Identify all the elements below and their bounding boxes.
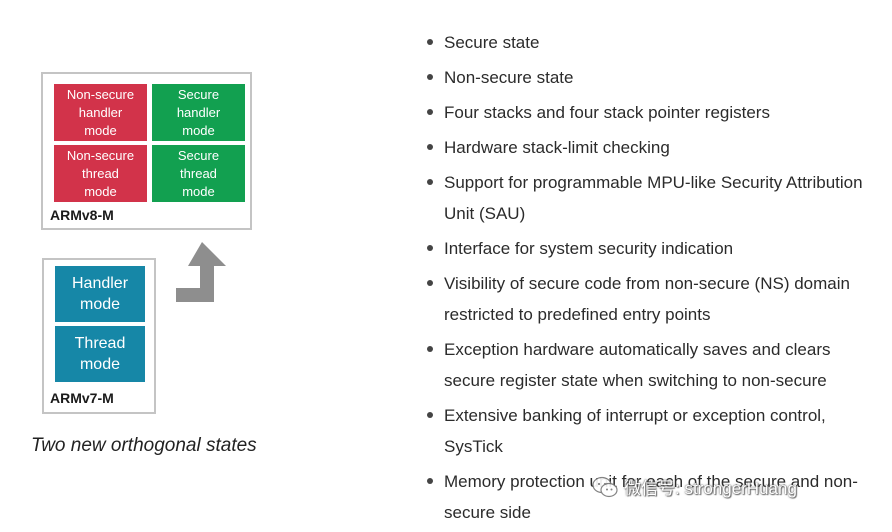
- feature-item: Extensive banking of interrupt or except…: [424, 400, 884, 462]
- nonsecure-handler-mode: Non-secure handler mode: [54, 84, 147, 141]
- feature-item: Secure state: [424, 27, 884, 58]
- upgrade-arrow-icon: [176, 242, 226, 302]
- secure-handler-mode: Secure handler mode: [152, 84, 245, 141]
- armv7m-label: ARMv7-M: [50, 390, 114, 406]
- feature-text: Support for programmable MPU-like Securi…: [444, 173, 863, 223]
- feature-text: Extensive banking of interrupt or except…: [444, 406, 826, 456]
- wechat-icon: [592, 476, 618, 497]
- armv8m-box: Non-secure handler mode Secure handler m…: [41, 72, 252, 230]
- feature-item: Interface for system security indication: [424, 233, 884, 264]
- watermark-text: 微信号: strongerHuang: [624, 479, 797, 498]
- feature-text: Interface for system security indication: [444, 239, 734, 258]
- diagram-caption: Two new orthogonal states: [31, 435, 257, 456]
- feature-text: Memory protection unit for each of the s…: [444, 472, 858, 522]
- feature-item: Exception hardware automatically saves a…: [424, 334, 884, 396]
- bullet-icon: [427, 39, 433, 45]
- handler-mode: Handler mode: [55, 266, 145, 322]
- feature-item: Four stacks and four stack pointer regis…: [424, 97, 884, 128]
- bullet-icon: [427, 109, 433, 115]
- feature-text: Visibility of secure code from non-secur…: [444, 274, 850, 324]
- thread-mode: Thread mode: [55, 326, 145, 382]
- feature-text: Non-secure state: [444, 68, 574, 87]
- feature-item: Visibility of secure code from non-secur…: [424, 268, 884, 330]
- feature-item: Non-secure state: [424, 62, 884, 93]
- nonsecure-thread-mode: Non-secure thread mode: [54, 145, 147, 202]
- secure-thread-mode: Secure thread mode: [152, 145, 245, 202]
- bullet-icon: [427, 179, 433, 185]
- bullet-icon: [427, 280, 433, 286]
- feature-text: Hardware stack-limit checking: [444, 138, 670, 157]
- armv7m-box: Handler mode Thread mode ARMv7-M: [42, 258, 156, 414]
- bullet-icon: [427, 478, 433, 484]
- bullet-icon: [427, 74, 433, 80]
- feature-item: Hardware stack-limit checking: [424, 132, 884, 163]
- feature-text: Secure state: [444, 33, 540, 52]
- feature-text: Exception hardware automatically saves a…: [444, 340, 831, 390]
- watermark: 微信号: strongerHuang: [592, 474, 797, 499]
- armv8m-label: ARMv8-M: [50, 207, 114, 223]
- feature-item: Memory protection unit for each of the s…: [424, 466, 884, 528]
- upgrade-arrow-shape: [176, 242, 226, 302]
- bullet-icon: [427, 346, 433, 352]
- feature-text: Four stacks and four stack pointer regis…: [444, 103, 770, 122]
- bullet-icon: [427, 144, 433, 150]
- feature-item: Support for programmable MPU-like Securi…: [424, 167, 884, 229]
- bullet-icon: [427, 245, 433, 251]
- bullet-icon: [427, 412, 433, 418]
